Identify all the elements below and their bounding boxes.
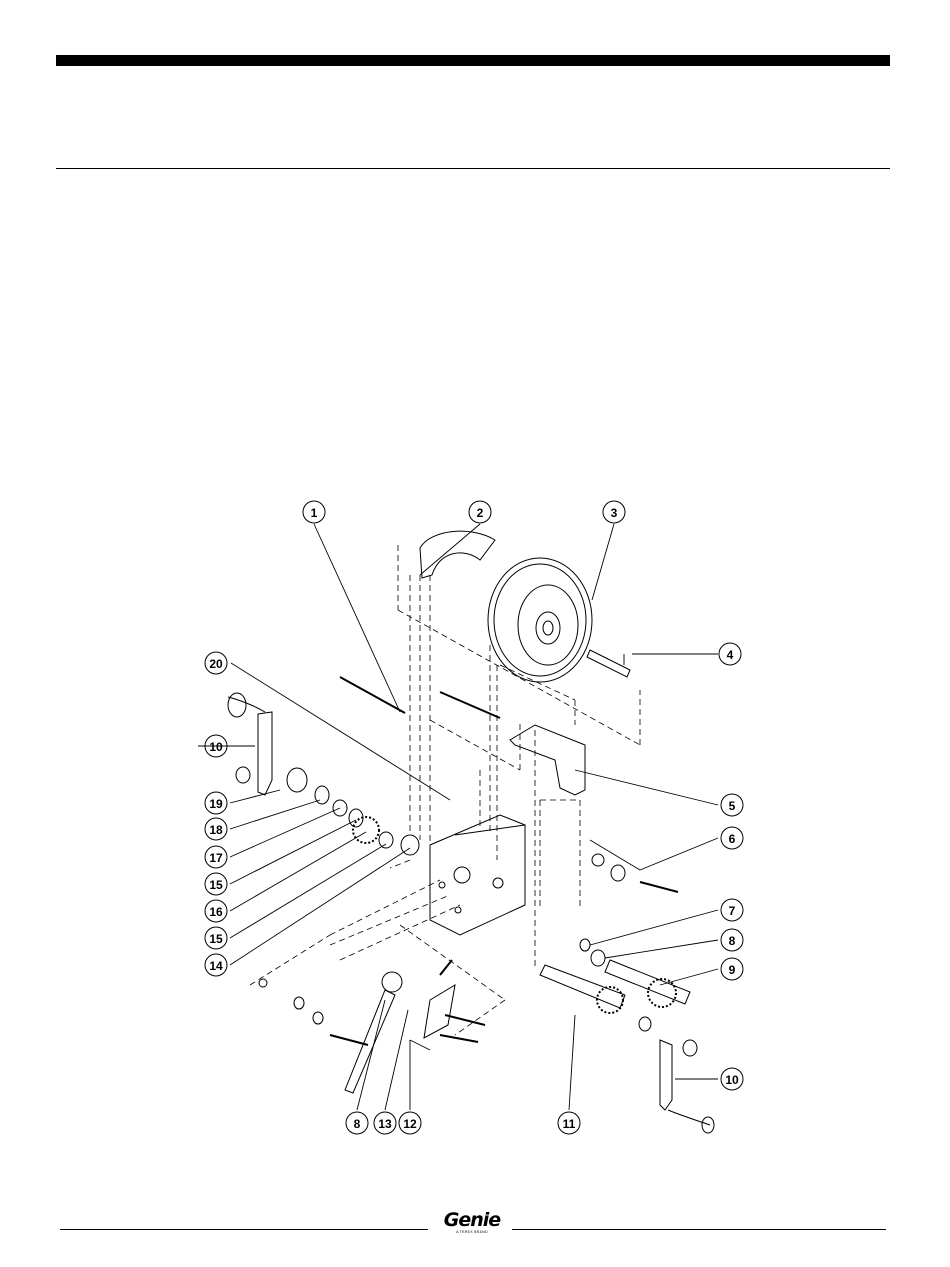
callout-label: 20 [209, 657, 223, 671]
brake-band [420, 531, 495, 578]
callout-label: 8 [729, 934, 736, 948]
callout-label: 12 [403, 1117, 417, 1131]
callout-label: 18 [209, 823, 223, 837]
callout-label: 14 [209, 959, 223, 973]
logo-wordmark: Genie [437, 1210, 507, 1230]
drum-gear [488, 558, 592, 682]
callout-label: 8 [354, 1117, 361, 1131]
callout-label: 10 [725, 1073, 739, 1087]
callout-label: 15 [209, 878, 223, 892]
callout-label: 19 [209, 797, 223, 811]
callout-label: 3 [611, 506, 618, 520]
callout-label: 13 [378, 1117, 392, 1131]
callout-label: 11 [563, 1117, 576, 1131]
callout-label: 9 [729, 963, 736, 977]
crank-handle-right [660, 1040, 714, 1133]
footer-rule-left [60, 1229, 428, 1230]
callout-label: 5 [729, 799, 736, 813]
mounting-bracket [510, 725, 585, 795]
crank-handle-left [228, 693, 272, 795]
callout-label: 4 [727, 648, 734, 662]
frame-side-plate [430, 815, 525, 935]
callout-label: 17 [209, 851, 223, 865]
callout-label: 6 [729, 832, 736, 846]
callout-label: 7 [729, 904, 736, 918]
genie-logo: Genie A TEREX BRAND [437, 1210, 507, 1240]
callout-label: 16 [209, 905, 223, 919]
callout-label: 1 [311, 506, 318, 520]
callout-label: 15 [209, 932, 223, 946]
callout-label: 2 [477, 506, 484, 520]
callout-label: 10 [209, 740, 223, 754]
footer-rule-right [512, 1229, 886, 1230]
gear-shaft [540, 960, 690, 1013]
